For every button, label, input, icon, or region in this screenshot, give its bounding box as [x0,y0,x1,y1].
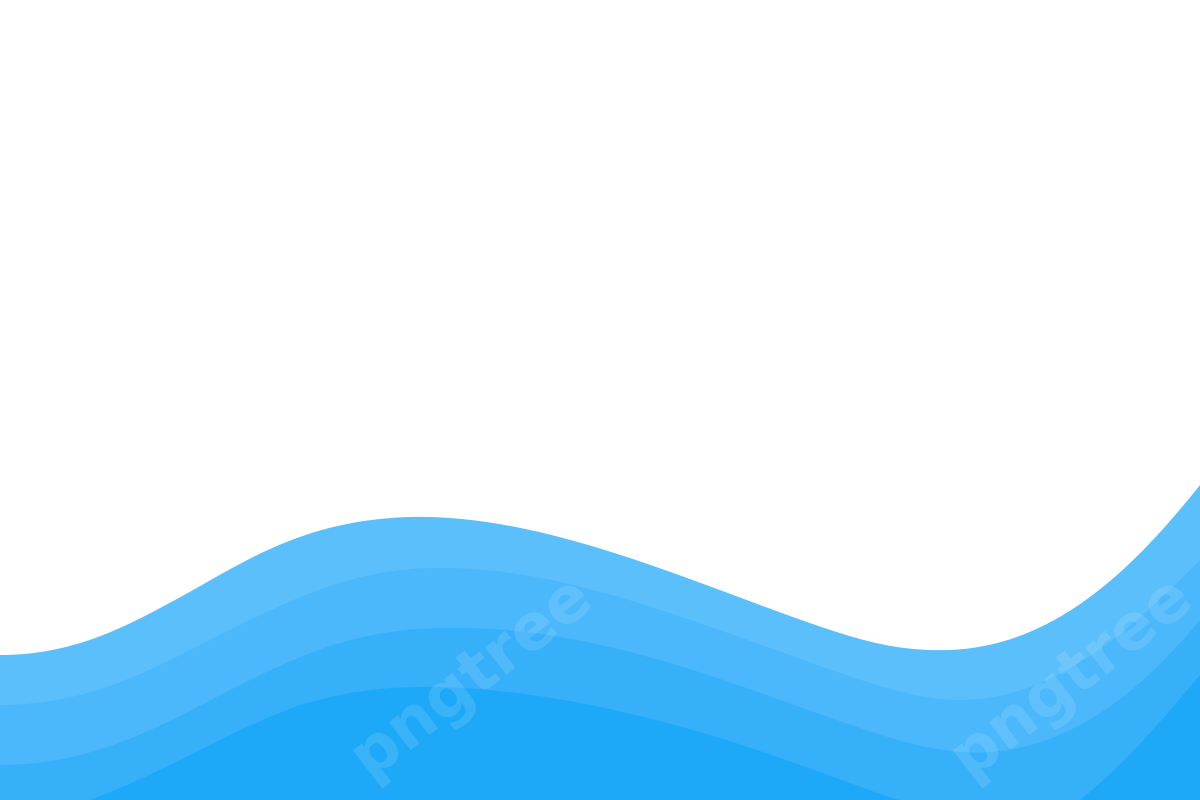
wave-layer-4 [90,675,1200,800]
